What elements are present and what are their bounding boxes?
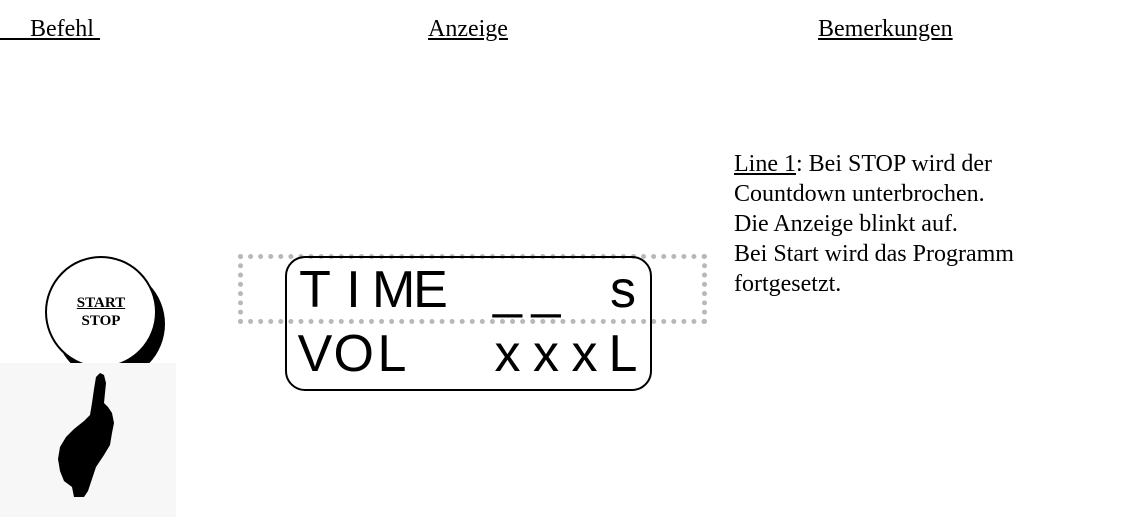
start-stop-button-icon[interactable]: START STOP xyxy=(45,256,157,368)
lcd-char xyxy=(449,258,489,322)
lcd-char: M xyxy=(372,261,416,319)
lcd-char: T xyxy=(299,261,331,319)
remarks-line-2: Countdown unterbrochen. xyxy=(734,181,985,207)
remarks-line-4: Bei Start wird das Programm xyxy=(734,241,1014,267)
hand-area xyxy=(0,363,176,517)
header-befehl: Befehl xyxy=(30,16,94,42)
lcd-char: x xyxy=(533,325,559,383)
button-label-stop: STOP xyxy=(81,313,121,329)
lcd-char xyxy=(565,258,605,322)
lcd-char: _ xyxy=(493,261,522,319)
lcd-char: L xyxy=(608,325,638,383)
lcd-char xyxy=(411,322,451,386)
lcd-char: E xyxy=(413,261,448,319)
lcd-char: _ xyxy=(531,261,561,319)
remarks-lead-label: Line 1 xyxy=(734,151,796,177)
lcd-char: x xyxy=(571,325,598,383)
header-anzeige: Anzeige xyxy=(428,16,508,42)
pointing-hand-icon xyxy=(58,373,114,497)
lcd-char: O xyxy=(333,325,374,383)
remarks-line-3: Die Anzeige blinkt auf. xyxy=(734,211,958,237)
start-stop-button[interactable]: START STOP xyxy=(45,256,175,390)
lcd-char xyxy=(449,322,489,386)
lcd-char: x xyxy=(494,325,521,383)
remarks-line-5: fortgesetzt. xyxy=(734,271,842,297)
button-label-start: START xyxy=(76,295,126,311)
lcd-char: V xyxy=(297,325,333,383)
lcd-char: I xyxy=(346,261,361,319)
remarks-line-1: Line 1: Bei STOP wird der xyxy=(734,149,1134,179)
remarks-lead-text: : Bei STOP wird der xyxy=(795,151,992,177)
remarks: Line 1: Bei STOP wird der Countdown unte… xyxy=(734,149,1134,299)
lcd-char: s xyxy=(610,261,636,319)
header-bemerkungen: Bemerkungen xyxy=(818,16,953,42)
lcd-char: L xyxy=(377,325,407,383)
